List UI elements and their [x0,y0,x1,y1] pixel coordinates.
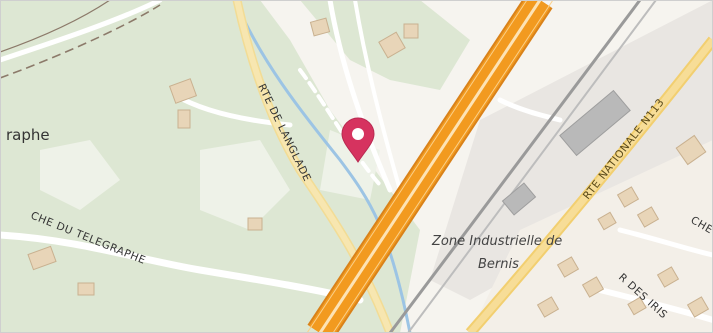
residential-area [470,140,713,333]
railway [407,0,657,333]
minor-road [617,227,713,258]
building [627,296,647,316]
building [556,256,580,278]
building [378,31,406,59]
building [597,211,617,231]
minor-road [497,97,563,123]
map-pin-dot [352,128,364,140]
motorway-median [318,0,542,333]
building [403,23,419,39]
clearing-area [40,140,120,210]
map-pin-icon[interactable] [341,117,375,163]
zone-label-line-2: Bernis [478,257,519,272]
clearing-area [200,140,290,230]
building [168,78,198,104]
building [616,186,640,208]
building [656,266,680,288]
industrial-building [501,182,537,216]
place-label-left: raphe [6,126,50,144]
building [27,245,57,271]
rte-nationale-n113-road-fill [467,37,713,333]
r-des-iris-road [597,287,713,323]
building [675,134,707,166]
zone-label-line-1: Zone Industrielle de [431,234,562,249]
che-du-telegraphe-road [0,231,364,304]
building [309,17,331,37]
building [247,217,263,231]
building [636,206,660,228]
minor-roads [0,0,713,323]
trail [0,4,161,79]
building [77,282,95,296]
motorway-lane [332,0,554,333]
motorway-lane [306,0,528,333]
minor-road [353,0,402,192]
railway [388,0,642,333]
motorway [306,0,554,333]
minor-road [327,0,393,193]
trail [0,0,111,53]
stream [233,0,412,333]
track [298,68,382,187]
building [177,109,191,129]
minor-road [0,0,163,63]
industrial-buildings [501,89,631,216]
building [581,276,605,298]
industrial-building [559,89,631,157]
building [686,296,710,318]
buildings-layer [27,17,710,318]
building [536,296,560,318]
